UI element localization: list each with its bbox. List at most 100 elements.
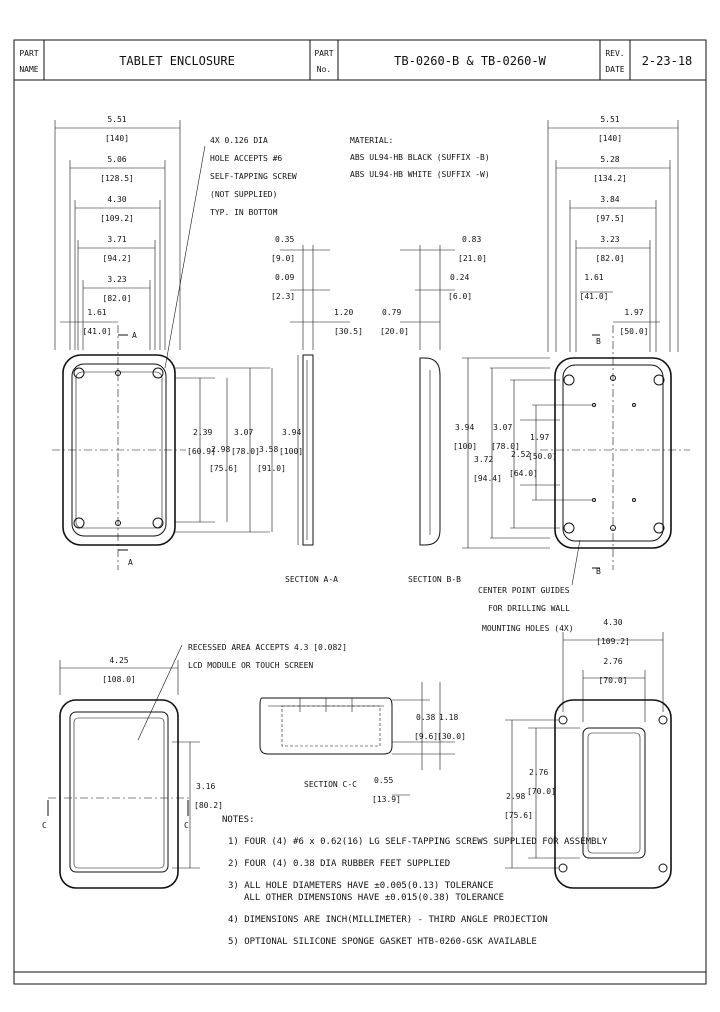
dim-0-38: 0.38 bbox=[416, 713, 435, 722]
date-label: DATE bbox=[605, 65, 624, 74]
recess-callout-1: RECESSED AREA ACCEPTS 4.3 [0.082] bbox=[188, 643, 347, 652]
dim-3-16-mm: [80.2] bbox=[194, 801, 223, 810]
holes-callout bbox=[164, 145, 206, 369]
part-no-label-2: No. bbox=[317, 65, 331, 74]
holes-callout-2: HOLE ACCEPTS #6 bbox=[210, 154, 282, 163]
dim-3-94: 3.94 bbox=[282, 428, 301, 437]
dim-3-71: 3.71 bbox=[107, 235, 126, 244]
left-vertical-dims bbox=[175, 355, 299, 545]
note-1: 1) FOUR (4) #6 x 0.62(16) LG SELF-TAPPIN… bbox=[228, 837, 608, 847]
center-guide-2: FOR DRILLING WALL bbox=[488, 604, 570, 613]
dim-3-23-mm: [82.0] bbox=[103, 294, 132, 303]
dim-5-51-mm: [140] bbox=[105, 134, 129, 143]
dim-r-5-51-mm: [140] bbox=[598, 134, 622, 143]
sheet-border bbox=[13, 39, 707, 985]
dim-rv-3-07: 3.07 bbox=[493, 423, 512, 432]
dim-0-24-mm: [6.0] bbox=[448, 292, 472, 301]
part-number: TB-0260-B & TB-0260-W bbox=[394, 54, 546, 68]
top-left-plan-view bbox=[52, 120, 186, 570]
center-guide-leader bbox=[571, 539, 581, 586]
dim-b-2-76-v: 2.76 bbox=[529, 768, 548, 777]
section-aa-view bbox=[280, 245, 350, 546]
holes-callout-5: TYP. IN BOTTOM bbox=[210, 208, 278, 217]
dim-r-1-97: 1.97 bbox=[624, 308, 643, 317]
dim-1-61: 1.61 bbox=[87, 308, 106, 317]
dim-1-20: 1.20 bbox=[334, 308, 353, 317]
rev-label: REV. bbox=[605, 49, 624, 58]
dim-0-09-mm: [2.3] bbox=[271, 292, 295, 301]
holes-callout-3: SELF-TAPPING SCREW bbox=[210, 172, 297, 181]
section-b-marker-bottom: B bbox=[596, 567, 601, 576]
title-block: PART NAME TABLET ENCLOSURE PART No. TB-0… bbox=[14, 40, 706, 81]
dim-rv-2-52-mm: [64.0] bbox=[509, 469, 538, 478]
dim-0-83: 0.83 bbox=[462, 235, 481, 244]
dim-r-3-23: 3.23 bbox=[600, 235, 619, 244]
dim-1-20-mm: [30.5] bbox=[334, 327, 363, 336]
dim-r-5-28: 5.28 bbox=[600, 155, 619, 164]
dim-2-98-mm: [75.6] bbox=[209, 464, 238, 473]
part-name-label-1: PART bbox=[19, 49, 38, 58]
dim-4-30: 4.30 bbox=[107, 195, 126, 204]
section-bb-label: SECTION B-B bbox=[408, 575, 461, 584]
dim-2-39: 2.39 bbox=[193, 428, 212, 437]
dim-0-09: 0.09 bbox=[275, 273, 294, 282]
part-name: TABLET ENCLOSURE bbox=[119, 54, 235, 68]
dim-rv-3-94-mm: [100] bbox=[453, 442, 477, 451]
recess-callout-2: LCD MODULE OR TOUCH SCREEN bbox=[188, 661, 313, 670]
note-5: 5) OPTIONAL SILICONE SPONGE GASKET HTB-0… bbox=[228, 937, 537, 947]
dim-0-35: 0.35 bbox=[275, 235, 294, 244]
dim-b-2-76-mm: [70.0] bbox=[599, 676, 628, 685]
material-line-1: ABS UL94-HB BLACK (SUFFIX -B) bbox=[350, 153, 490, 162]
section-aa-label: SECTION A-A bbox=[285, 575, 338, 584]
section-b-marker-top: B bbox=[596, 337, 601, 346]
front-view bbox=[47, 644, 200, 889]
dim-r-3-84: 3.84 bbox=[600, 195, 619, 204]
dim-3-94-mm: [100] bbox=[279, 447, 303, 456]
section-c-marker-right: C bbox=[184, 821, 189, 830]
note-4: 4) DIMENSIONS ARE INCH(MILLIMETER) - THI… bbox=[228, 915, 548, 925]
dim-5-51: 5.51 bbox=[107, 115, 126, 124]
center-guide-1: CENTER POINT GUIDES bbox=[478, 586, 570, 595]
dim-r-3-23-mm: [82.0] bbox=[596, 254, 625, 263]
dim-b-2-98-mm: [75.6] bbox=[504, 811, 533, 820]
dim-r-1-61-mm: [41.0] bbox=[580, 292, 609, 301]
dim-3-16: 3.16 bbox=[196, 782, 215, 791]
dim-1-18-mm: [30.0] bbox=[437, 732, 466, 741]
section-cc-view bbox=[259, 682, 455, 796]
section-bb-view bbox=[400, 245, 455, 546]
dim-3-07-mm: [78.0] bbox=[231, 447, 260, 456]
dim-rv-1-97-mm: [50.0] bbox=[528, 452, 557, 461]
dim-4-25-mm: [108.0] bbox=[102, 675, 136, 684]
dim-1-18: 1.18 bbox=[439, 713, 458, 722]
dim-rv-2-52: 2.52 bbox=[511, 450, 530, 459]
dim-0-79: 0.79 bbox=[382, 308, 401, 317]
section-a-marker-top: A bbox=[132, 331, 137, 340]
note-3b: ALL OTHER DIMENSIONS HAVE ±0.015(0.38) T… bbox=[244, 893, 504, 903]
right-vertical-dims bbox=[462, 357, 592, 549]
dim-0-38-mm: [9.6] bbox=[414, 732, 438, 741]
dim-0-24: 0.24 bbox=[450, 273, 469, 282]
dim-r-1-97-mm: [50.0] bbox=[620, 327, 649, 336]
dim-rv-1-97: 1.97 bbox=[530, 433, 549, 442]
note-3a: 3) ALL HOLE DIAMETERS HAVE ±0.005(0.13) … bbox=[228, 881, 494, 891]
material-line-2: ABS UL94-HB WHITE (SUFFIX -W) bbox=[350, 170, 490, 179]
part-name-label-2: NAME bbox=[19, 65, 38, 74]
dim-1-61-mm: [41.0] bbox=[83, 327, 112, 336]
dim-rv-3-94: 3.94 bbox=[455, 423, 474, 432]
dim-r-3-84-mm: [97.5] bbox=[596, 214, 625, 223]
dim-4-30-mm: [109.2] bbox=[100, 214, 134, 223]
dim-rv-3-72-mm: [94.4] bbox=[473, 474, 502, 483]
dim-4-25: 4.25 bbox=[109, 656, 128, 665]
dim-2-98: 2.98 bbox=[211, 445, 230, 454]
material-heading: MATERIAL: bbox=[350, 136, 393, 145]
note-2: 2) FOUR (4) 0.38 DIA RUBBER FEET SUPPLIE… bbox=[228, 859, 450, 869]
center-guide-3: MOUNTING HOLES (4X) bbox=[482, 624, 574, 633]
section-c-marker-left: C bbox=[42, 821, 47, 830]
dim-2-39-mm: [60.9] bbox=[187, 447, 216, 456]
holes-callout-4: (NOT SUPPLIED) bbox=[210, 190, 277, 199]
holes-callout-1: 4X 0.126 DIA bbox=[210, 136, 268, 145]
dim-r-5-51: 5.51 bbox=[600, 115, 619, 124]
dim-0-55-mm: [13.9] bbox=[372, 795, 401, 804]
dim-b-4-30-mm: [109.2] bbox=[596, 637, 630, 646]
